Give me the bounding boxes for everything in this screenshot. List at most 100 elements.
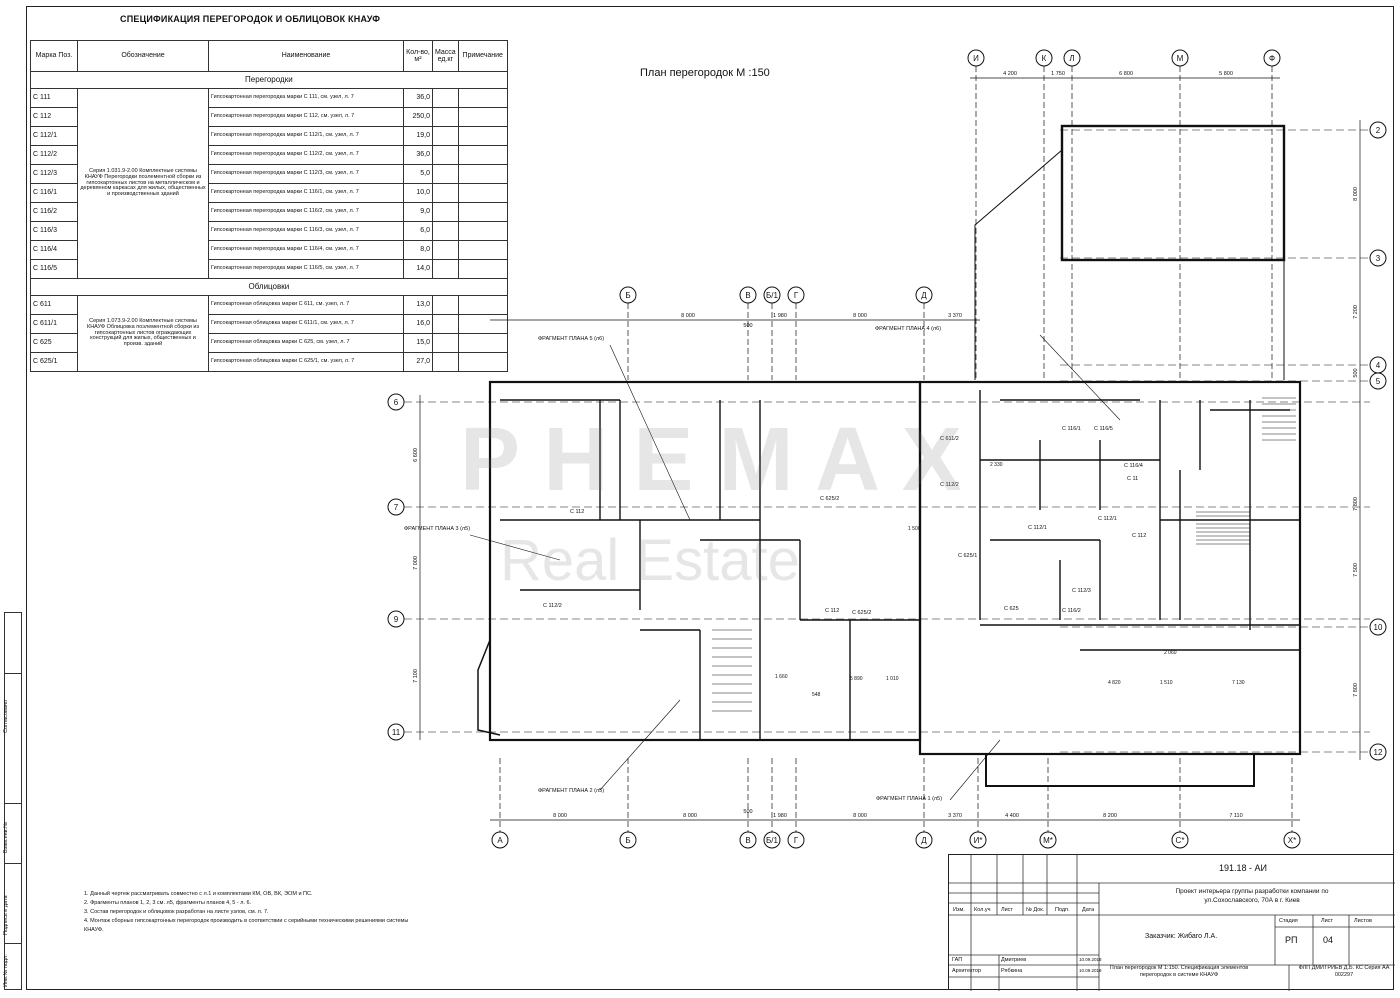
- fragment-leader: [609, 344, 691, 521]
- dim-value: 7 800: [1353, 497, 1359, 511]
- spec-cell-note: [457, 352, 508, 372]
- axis-mid-label: В: [745, 291, 750, 300]
- axis-bottom-label: Б/1: [766, 836, 778, 845]
- partition-mark: С 625/2: [820, 496, 839, 502]
- watermark-line1: P H E M A X: [460, 410, 960, 510]
- dim-value: 7 500: [1353, 563, 1359, 577]
- axis-bottom-label: Х*: [1288, 836, 1296, 845]
- stamp-h-sign: Подп.: [1055, 907, 1070, 913]
- note-3: 3. Состав перегородок и облицовок разраб…: [84, 909, 269, 915]
- dim-value: 4 200: [1003, 71, 1017, 77]
- axis-right-bubble: [1369, 618, 1387, 636]
- spec-title: СПЕЦИФИКАЦИЯ ПЕРЕГОРОДОК И ОБЛИЦОВОК КНА…: [120, 14, 381, 24]
- stamp-arch-name: Рябкина: [1001, 968, 1023, 974]
- note-2: 2. Фрагменты планов 1, 2, 3 см. л5, фраг…: [84, 900, 252, 906]
- partition-mark: С 625: [1004, 606, 1019, 612]
- side-label-replace: Взам.инв.№: [3, 821, 9, 853]
- fragment-leader: [599, 699, 681, 791]
- axis-mid-label: Б: [625, 291, 630, 300]
- axis-right-label: 4: [1376, 361, 1381, 370]
- partition-mark: С 611/2: [940, 436, 959, 442]
- axis-mid-label: Б/1: [766, 291, 778, 300]
- fragment-label: ФРАГМЕНТ ПЛАНА 1 (л5): [876, 796, 942, 802]
- inner-dim: 1 010: [886, 676, 899, 682]
- stamp-sheet-number: 04: [1323, 935, 1334, 945]
- spec-cell-oboz: Серия 1.073.9-2.00 Комплектные системы К…: [77, 295, 209, 372]
- axis-bottom-label: С*: [1176, 836, 1185, 845]
- stamp-sheet-label: Лист: [1321, 918, 1333, 924]
- partition-mark: С 116/5: [1094, 426, 1113, 432]
- note-1: 1. Данный чертеж рассматривать совместно…: [84, 891, 313, 897]
- dim-value: 500: [1353, 368, 1359, 377]
- fragment-leader: [469, 534, 561, 561]
- fragment-label: ФРАГМЕНТ ПЛАНА 2 (л5): [538, 788, 604, 794]
- inner-dim: 7 130: [1232, 680, 1245, 686]
- watermark-line2: Real Estate: [500, 528, 800, 593]
- stamp-h-izm: Изм.: [953, 907, 965, 913]
- spec-header-mass: Масса ед.кг: [432, 40, 459, 72]
- partition-mark: С 112/1: [1028, 525, 1047, 531]
- stamp-h-doc: № Док.: [1026, 907, 1045, 913]
- dim-value: 7 100: [413, 669, 419, 683]
- axis-right-label: 3: [1376, 254, 1381, 263]
- axis-right-bubble: [1369, 372, 1387, 390]
- spec-cell-qty: 27,0: [403, 352, 433, 372]
- axis-left-label: 9: [394, 615, 399, 624]
- stamp-gap-role: ГАП: [952, 957, 963, 963]
- partition-mark: С 112/1: [1098, 516, 1117, 522]
- dim-value: 8 000: [1353, 187, 1359, 201]
- bay-projection: [930, 753, 1300, 787]
- inner-dim: 1 500: [908, 526, 921, 532]
- partition-mark: С 112/2: [940, 482, 959, 488]
- dim-value: 8 000: [683, 813, 697, 819]
- fragment-label: ФРАГМЕНТ ПЛАНА 5 (л6): [538, 336, 604, 342]
- spec-table: Марка Поз. Обозначение Наименование Кол-…: [30, 40, 508, 372]
- dim-value: 8 200: [1103, 813, 1117, 819]
- dim-value: 3 370: [948, 813, 962, 819]
- axis-left-label: 11: [392, 728, 401, 737]
- axis-top-label: И: [973, 54, 979, 63]
- inner-dim: 548: [812, 692, 821, 698]
- spec-header-pos: Марка Поз.: [30, 40, 78, 72]
- watermark-logo: P H E M A X Real Estate: [440, 400, 962, 600]
- stamp-stage: РП: [1285, 935, 1298, 945]
- note-4: 4. Монтаж сборных гипсокартонных перегор…: [84, 918, 409, 933]
- title-block: 191.18 - АИ Проект интерьера группы разр…: [948, 854, 1395, 991]
- axis-bottom-label: Б: [625, 836, 630, 845]
- axis-top-label: К: [1042, 54, 1047, 63]
- axis-right-label: 5: [1376, 377, 1381, 386]
- axis-bottom-label: Д: [921, 836, 927, 845]
- dim-value: 6 600: [413, 448, 419, 462]
- document-code: 191.18 - АИ: [1219, 863, 1267, 873]
- inner-dim: 5 890: [850, 676, 863, 682]
- dim-value: 8 000: [553, 813, 567, 819]
- dim-value: 500: [743, 323, 752, 329]
- stamp-h-list: Лист: [1001, 907, 1013, 913]
- building-right-block: [918, 380, 1302, 756]
- partition-mark: С 625/1: [958, 553, 977, 559]
- dim-value: 3 370: [948, 313, 962, 319]
- dim-value: 4 400: [1005, 813, 1019, 819]
- spec-cell-pos: С 625/1: [30, 352, 78, 372]
- upper-annex-link: [974, 148, 1285, 380]
- fragment-label: ФРАГМЕНТ ПЛАНА 3 (л5): [404, 526, 470, 532]
- drawing-title: План перегородок М 1:150. Спецификация э…: [1109, 965, 1249, 978]
- stamp-date-2: 10.09.2018: [1079, 968, 1102, 973]
- dim-value: 8 000: [853, 313, 867, 319]
- axis-right-label: 10: [1374, 623, 1383, 632]
- axis-left-label: 6: [394, 398, 399, 407]
- spec-cell-qty: 36,0: [403, 88, 433, 108]
- general-notes: 1. Данный чертеж рассматривать совместно…: [84, 890, 424, 935]
- stamp-h-date: Дата: [1082, 907, 1095, 913]
- axis-left-label: 7: [394, 503, 399, 512]
- partition-mark: С 11: [1127, 476, 1138, 482]
- partition-mark: С 112: [825, 608, 839, 614]
- axis-bottom-label: Г: [794, 836, 799, 845]
- axis-bottom-label: М*: [1043, 836, 1053, 845]
- upper-annex: [1060, 124, 1286, 262]
